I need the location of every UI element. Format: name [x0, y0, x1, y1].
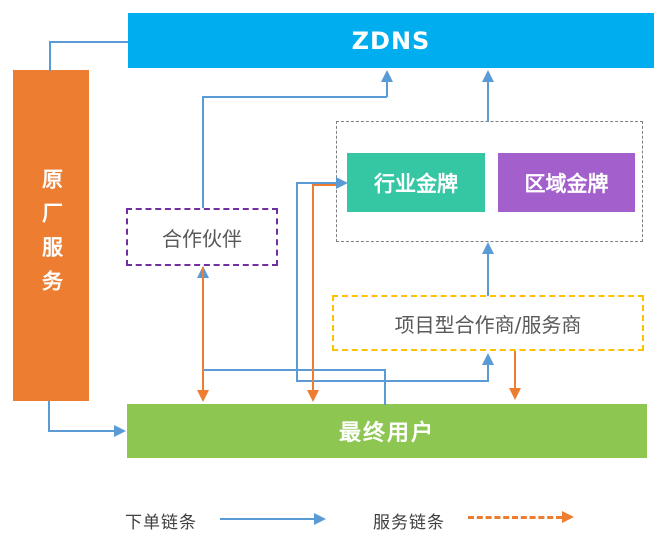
- edge-factory-enduser-hline: [48, 430, 114, 432]
- legend-order-chain-arrowhead: [314, 513, 326, 525]
- legend-service-chain-arrowhead: [562, 511, 574, 523]
- edge-enduser-project-vline: [487, 365, 489, 381]
- service-partner-enduser-vline: [202, 267, 204, 390]
- node-region-gold: 区域金牌: [498, 153, 635, 212]
- node-factory-service: 原厂服务: [13, 70, 89, 401]
- legend-order-chain-line: [220, 518, 314, 520]
- edge-factory-enduser-vline: [48, 401, 50, 432]
- node-factory-service-label: 原厂服务: [39, 167, 64, 304]
- node-industry-gold-label: 行业金牌: [374, 171, 458, 196]
- node-zdns-label: ZDNS: [351, 26, 431, 55]
- node-region-gold-label: 区域金牌: [524, 171, 609, 196]
- service-project-enduser-vline: [514, 351, 516, 388]
- node-project-partner: 项目型合作商/服务商: [332, 295, 644, 351]
- edge-project-goldgroup-vline: [487, 254, 489, 296]
- edge-enduser-branch-hline: [296, 380, 489, 382]
- edge-zdns-factory-vline: [49, 41, 51, 71]
- legend-service-chain-line: [468, 516, 562, 519]
- edge-partner-zdns-vline2: [386, 82, 388, 97]
- edge-enduser-industry-vline: [296, 183, 298, 382]
- node-project-partner-label: 项目型合作商/服务商: [394, 312, 582, 337]
- edge-zdns-factory-hline: [49, 41, 128, 43]
- service-industry-enduser-hline: [312, 184, 338, 186]
- edge-partner-zdns-vline1: [202, 97, 204, 208]
- service-project-enduser-arrowhead: [509, 388, 521, 400]
- service-industry-enduser-arrowhead: [307, 390, 319, 402]
- edge-factory-enduser-arrowhead: [114, 425, 126, 437]
- edge-enduser-project-arrowhead: [482, 353, 494, 365]
- edge-enduser-stem-vline: [384, 370, 386, 405]
- edge-project-goldgroup-arrowhead: [482, 242, 494, 254]
- service-partner-enduser-arrowhead: [197, 390, 209, 402]
- node-end-user-label: 最终用户: [338, 421, 435, 446]
- edge-goldgroup-zdns-vline: [487, 82, 489, 122]
- node-partner: 合作伙伴: [126, 208, 278, 266]
- edge-partner-zdns-arrowhead: [381, 70, 393, 82]
- node-partner-label: 合作伙伴: [162, 226, 242, 251]
- edge-partner-zdns-hline: [202, 96, 387, 98]
- legend-order-chain-label: 下单链条: [125, 513, 197, 533]
- edge-goldgroup-zdns-arrowhead: [482, 70, 494, 82]
- node-end-user: 最终用户: [127, 404, 647, 458]
- node-zdns: ZDNS: [128, 13, 654, 68]
- edge-enduser-partner-hline: [202, 369, 386, 371]
- legend-service-chain-label: 服务链条: [373, 513, 445, 533]
- node-industry-gold: 行业金牌: [347, 153, 485, 212]
- edge-enduser-industry-hline: [296, 182, 336, 184]
- service-industry-enduser-vline: [312, 184, 314, 390]
- edge-enduser-industry-arrowhead: [336, 177, 348, 189]
